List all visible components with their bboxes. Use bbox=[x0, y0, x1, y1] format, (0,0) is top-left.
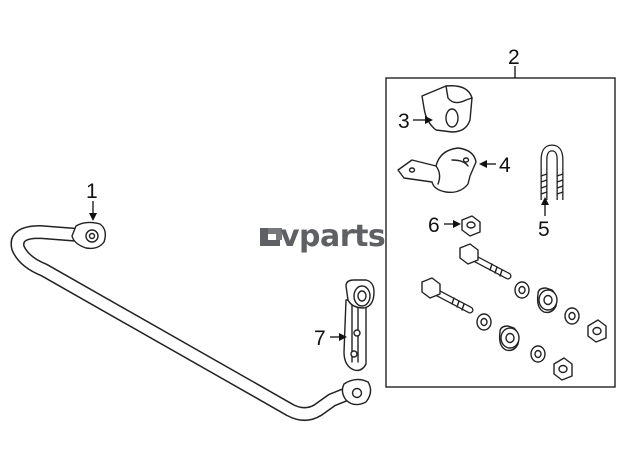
callout-2: 2 bbox=[508, 46, 520, 69]
link-bushing bbox=[498, 325, 520, 352]
callout-3: 3 bbox=[398, 110, 410, 133]
stabilizer-bar bbox=[10, 221, 372, 421]
callout-5: 5 bbox=[538, 218, 550, 241]
lv-logo-icon bbox=[260, 228, 282, 246]
u-bolt bbox=[540, 144, 564, 200]
watermark-text: vparts bbox=[280, 219, 385, 254]
bracket bbox=[397, 147, 477, 194]
stabilizer-link bbox=[343, 279, 375, 372]
bushing bbox=[421, 85, 473, 133]
kit-box bbox=[385, 77, 616, 388]
callout-6: 6 bbox=[428, 214, 440, 237]
link-bushing bbox=[536, 287, 558, 314]
nut bbox=[461, 215, 481, 237]
watermark: vparts bbox=[260, 219, 386, 254]
bolt-upper bbox=[459, 243, 512, 280]
callout-4: 4 bbox=[499, 154, 511, 177]
callout-1: 1 bbox=[86, 180, 98, 203]
callout-7: 7 bbox=[314, 327, 326, 350]
bolt-lower bbox=[421, 277, 474, 314]
leaders bbox=[89, 66, 549, 341]
